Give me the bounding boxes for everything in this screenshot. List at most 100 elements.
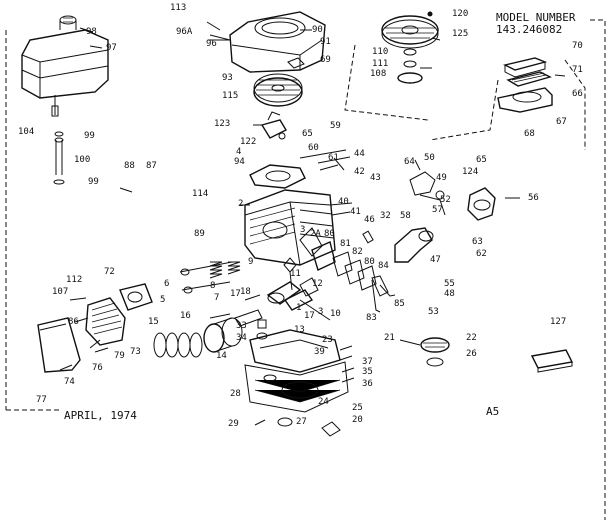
- callout-label: 2: [238, 199, 244, 209]
- callout-label: 120: [452, 9, 469, 19]
- callout-label: 18: [240, 287, 251, 297]
- callout-label: 49: [436, 173, 447, 183]
- callout-label: 115: [222, 91, 239, 101]
- callout-label: 72: [104, 267, 115, 277]
- callout-label: 93: [222, 73, 233, 83]
- callout-label: 99: [84, 131, 95, 141]
- callout-label: 56: [528, 193, 539, 203]
- recoil-starter-part: [381, 11, 439, 49]
- callout-label: 58: [400, 211, 411, 221]
- valve-part: [179, 261, 233, 273]
- callout-label: 27: [296, 417, 307, 427]
- callout-label: 17: [304, 311, 315, 321]
- callout-label: 87: [146, 161, 157, 171]
- air-cleaner-part: [497, 57, 553, 113]
- callout-label: 26: [466, 349, 477, 359]
- callout-label: 4: [236, 147, 242, 157]
- callout-label: 89: [194, 229, 205, 239]
- callout-label: 79: [114, 351, 125, 361]
- callout-label: 3: [300, 225, 306, 235]
- page-code: A5: [486, 405, 500, 418]
- callout-label: 2A: [310, 229, 321, 239]
- callout-label: 114: [192, 189, 209, 199]
- callout-label: 22: [466, 333, 477, 343]
- fuel-line-part: [51, 95, 65, 185]
- callout-label: 123: [214, 119, 231, 129]
- intake-elbow-part: [394, 227, 434, 263]
- callout-label: 41: [350, 207, 361, 217]
- callout-label: 77: [36, 395, 47, 405]
- gasket-part: [311, 241, 336, 271]
- pulley-part: [397, 72, 423, 84]
- callout-label: 40: [338, 197, 349, 207]
- callout-label: 1: [296, 303, 302, 313]
- callout-label: 29: [228, 419, 239, 429]
- callout-label: 50: [424, 153, 435, 163]
- callout-label: 35: [362, 367, 373, 377]
- callout-label: 14: [216, 351, 227, 361]
- callout-label: 62: [476, 249, 487, 259]
- callout-label: 48: [444, 289, 455, 299]
- callout-label: 8: [210, 281, 216, 291]
- callout-label: 90: [312, 25, 323, 35]
- governor-link-part: [299, 149, 347, 159]
- callout-label: 24: [318, 397, 329, 407]
- callout-label: 3: [318, 307, 324, 317]
- flywheel-part: [253, 73, 303, 107]
- carburetor-part: [409, 159, 496, 221]
- callout-label: 122: [240, 137, 257, 147]
- callout-label: 94: [234, 157, 245, 167]
- washer-part: [403, 48, 417, 56]
- callout-label: 63: [472, 237, 483, 247]
- callout-label: 110: [372, 47, 389, 57]
- parts-kit-box: [530, 349, 574, 373]
- cylinder-shroud-part: [37, 317, 81, 373]
- callout-label: 84: [378, 261, 389, 271]
- callout-label: 53: [428, 307, 439, 317]
- callout-label: 47: [430, 255, 441, 265]
- blower-housing-part: [209, 11, 326, 73]
- callout-label: 9: [248, 257, 254, 267]
- callout-label: 25: [352, 403, 363, 413]
- callout-label: 127: [550, 317, 567, 327]
- callout-label: 46: [364, 215, 375, 225]
- callout-label: 60: [308, 143, 319, 153]
- callout-label: 13: [294, 325, 305, 335]
- callout-label: 17: [230, 289, 241, 299]
- valve-spring-part: [209, 261, 223, 279]
- callout-label: 36: [362, 379, 373, 389]
- callout-label: 76: [92, 363, 103, 373]
- callout-label: 99: [88, 177, 99, 187]
- callout-label: 82: [352, 247, 363, 257]
- drive-pulley-part: [399, 337, 450, 367]
- callout-label: 42: [354, 167, 365, 177]
- callout-label: 69: [320, 55, 331, 65]
- callout-label: 125: [452, 29, 469, 39]
- revision-date: APRIL, 1974: [64, 409, 137, 422]
- callout-label: 64: [404, 157, 415, 167]
- callout-label: 12: [312, 279, 323, 289]
- callout-label: 74: [64, 377, 75, 387]
- callout-label: 10: [330, 309, 341, 319]
- callout-label: 65: [302, 129, 313, 139]
- callout-label: 124: [462, 167, 479, 177]
- callout-label: 66: [572, 89, 583, 99]
- callout-label: 21: [384, 333, 395, 343]
- washer-part: [403, 60, 417, 68]
- callout-label: 44: [354, 149, 365, 159]
- callout-label: 55: [444, 279, 455, 289]
- callout-label: 96: [206, 39, 217, 49]
- callout-label: 97: [106, 43, 117, 53]
- fuel-tank-part: [21, 15, 109, 99]
- callout-label: 52: [440, 195, 451, 205]
- cylinder-head-part: [85, 297, 126, 346]
- callout-label: 88: [124, 161, 135, 171]
- callout-label: 108: [370, 69, 387, 79]
- callout-label: 23: [322, 335, 333, 345]
- callout-label: 85: [394, 299, 405, 309]
- screen-part: [287, 57, 305, 69]
- callout-label: 39: [314, 347, 325, 357]
- callout-label: 113: [170, 3, 187, 13]
